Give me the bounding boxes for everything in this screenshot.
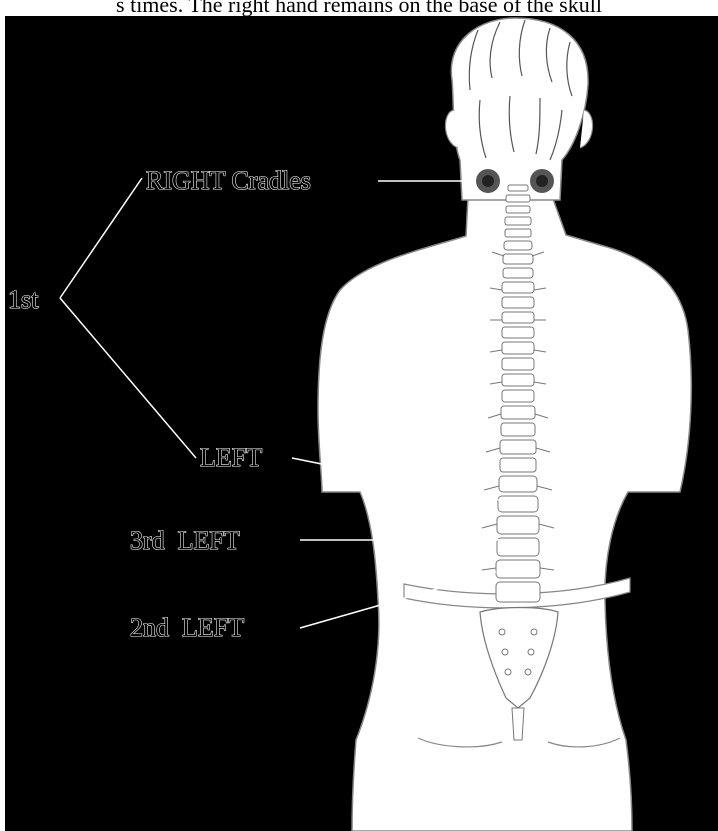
caption-text: s times. The right hand remains on the b… <box>0 0 718 16</box>
label-right-cradles: RIGHT Cradles <box>146 166 311 195</box>
leader-first-to-left <box>60 298 196 458</box>
label-first: 1st <box>8 285 39 314</box>
coccyx <box>512 708 524 740</box>
leader-first-to-right <box>60 178 142 298</box>
spine-diagram: RIGHT Cradles 1st LEFT 3rd LEFT 2nd LEFT <box>5 16 718 831</box>
label-third-left: 3rd LEFT <box>130 526 240 555</box>
label-left-upper: LEFT <box>200 443 262 472</box>
label-second-left: 2nd LEFT <box>130 613 244 642</box>
diagram-panel: RIGHT Cradles 1st LEFT 3rd LEFT 2nd LEFT <box>5 16 718 831</box>
